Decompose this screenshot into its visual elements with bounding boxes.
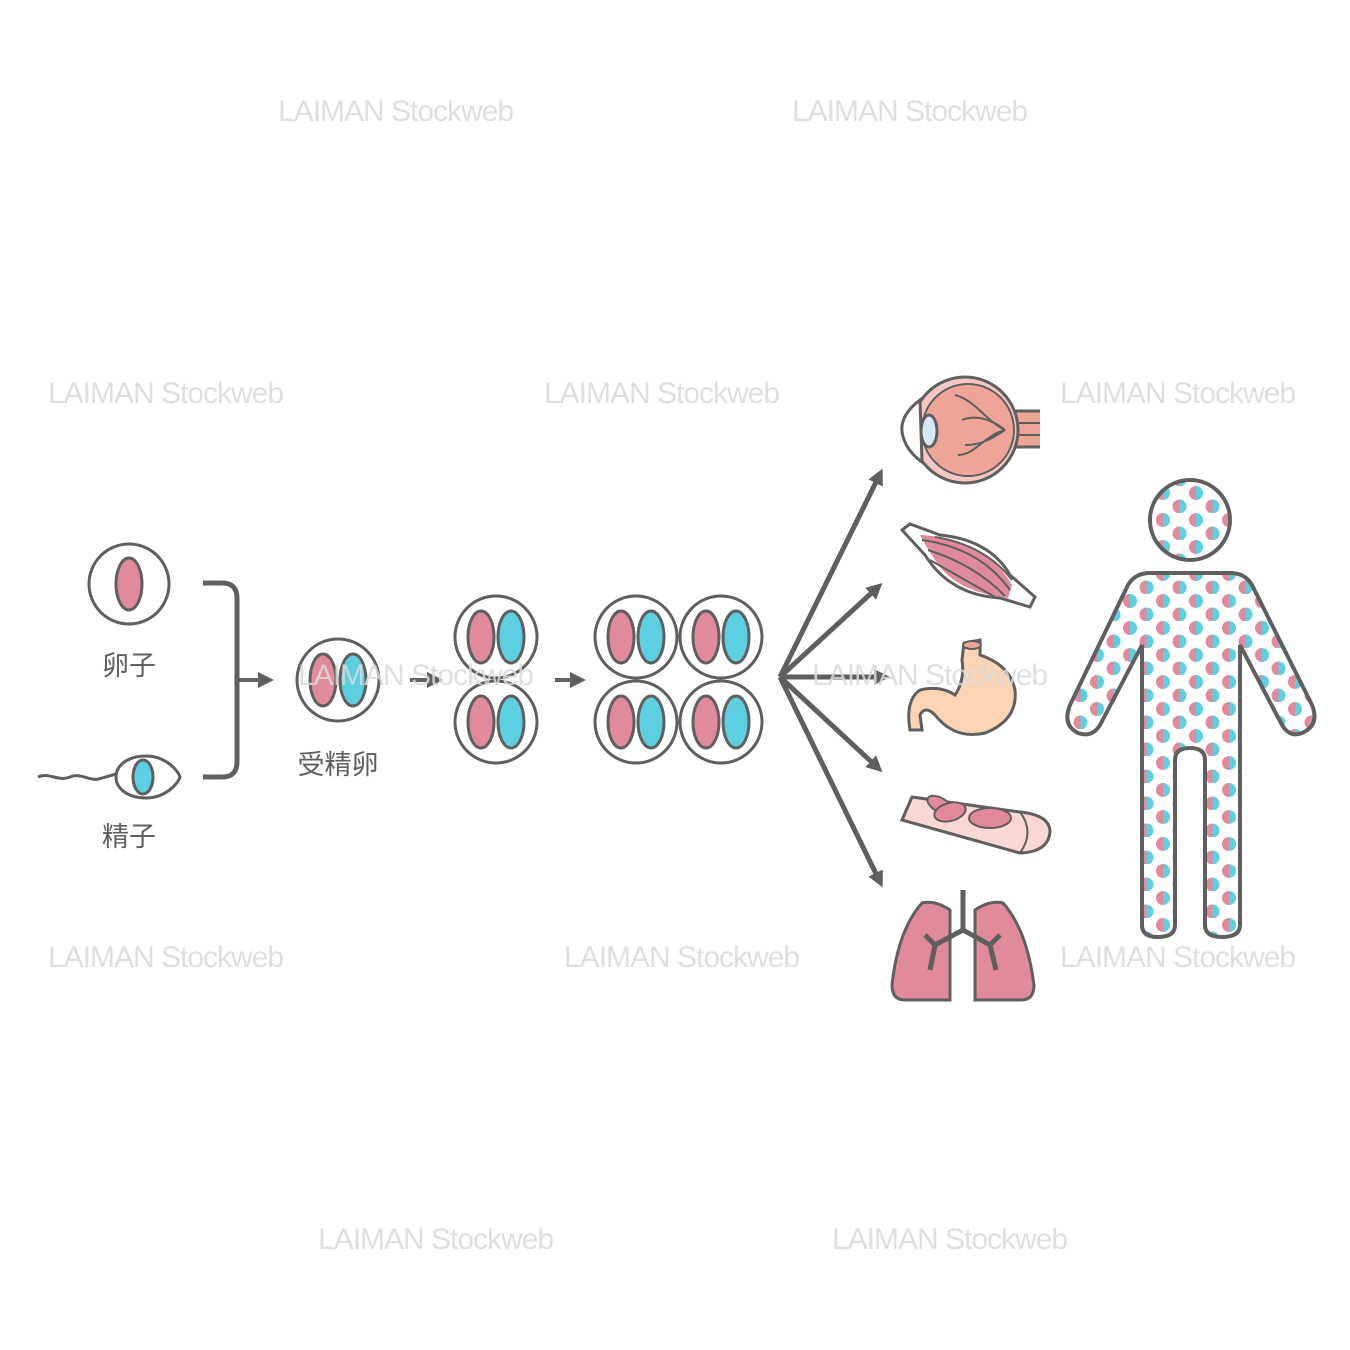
muscle-icon	[899, 522, 1037, 609]
egg-cell-icon	[87, 542, 171, 626]
zygote-icon	[295, 637, 381, 723]
watermark: LAIMAN Stockweb	[298, 659, 533, 692]
watermark: LAIMAN Stockweb	[318, 1223, 553, 1256]
watermark: LAIMAN Stockweb	[792, 95, 1027, 128]
two-cell-stage-icon	[453, 594, 539, 765]
watermark: LAIMAN Stockweb	[1060, 377, 1295, 410]
fertilization-bracket	[203, 580, 240, 780]
watermarks: LAIMAN Stockweb LAIMAN Stockweb LAIMAN S…	[48, 95, 1296, 1256]
watermark: LAIMAN Stockweb	[48, 377, 283, 410]
four-cell-stage-icon	[593, 594, 764, 765]
watermark: LAIMAN Stockweb	[544, 377, 779, 410]
stomach-icon	[907, 638, 1017, 736]
sperm-label: 精子	[102, 822, 156, 853]
eye-icon	[900, 375, 1040, 485]
watermark: LAIMAN Stockweb	[832, 1223, 1067, 1256]
sperm-cell-icon	[37, 754, 182, 800]
blood-vessel-icon	[899, 794, 1052, 855]
watermark: LAIMAN Stockweb	[564, 941, 799, 974]
watermark: LAIMAN Stockweb	[278, 95, 513, 128]
human-body-icon	[1065, 478, 1317, 940]
differentiation-arrows	[777, 468, 890, 888]
zygote-label: 受精卵	[298, 750, 379, 781]
watermark: LAIMAN Stockweb	[812, 659, 1047, 692]
watermark: LAIMAN Stockweb	[48, 941, 283, 974]
watermark: LAIMAN Stockweb	[1060, 941, 1295, 974]
egg-label: 卵子	[102, 651, 156, 682]
lungs-icon	[890, 890, 1036, 1002]
